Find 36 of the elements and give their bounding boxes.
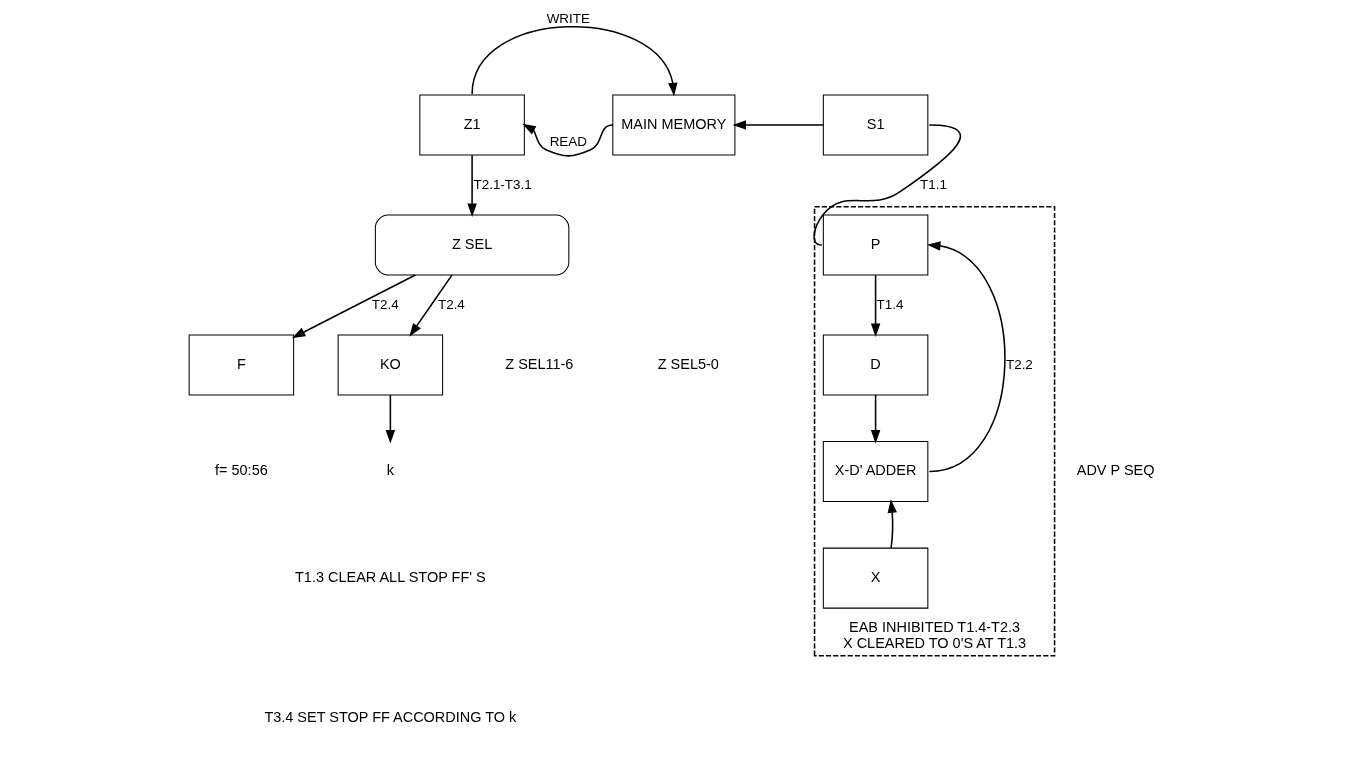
- node-box: Z SEL: [374, 214, 569, 276]
- edge-label: T2.4: [371, 296, 399, 312]
- edge-label: T2.2: [1005, 356, 1033, 372]
- node-box: F: [188, 334, 294, 396]
- edge-label: T1.4: [876, 296, 904, 312]
- label: f= 50:56: [214, 462, 268, 479]
- edge-label: WRITE: [546, 10, 590, 26]
- node-box: X-D' ADDER: [822, 441, 928, 503]
- label: Z SEL11-6: [504, 355, 573, 372]
- arrow: [926, 241, 1006, 473]
- node-text: k: [386, 462, 394, 479]
- arrow: [887, 499, 897, 549]
- label: T3.4 SET STOP FF ACCORDING TO k: [263, 708, 516, 725]
- edge-label: T2.1-T3.1: [472, 176, 532, 192]
- node-box: P: [822, 214, 928, 276]
- arrow: [470, 26, 677, 97]
- arrow: [732, 120, 824, 130]
- label: Z SEL5-0: [657, 355, 719, 372]
- node-box: MAIN MEMORY: [611, 94, 735, 156]
- edge-label: T2.4: [437, 296, 465, 312]
- node-box: Z1: [418, 94, 525, 156]
- node-box: KO: [337, 334, 443, 396]
- arrow: [385, 394, 395, 444]
- arrow: [466, 154, 477, 218]
- node-box: X: [822, 547, 928, 609]
- edge-label: T1.1: [919, 176, 947, 192]
- arrow: [870, 274, 880, 338]
- node-box: D: [822, 334, 928, 396]
- label: T1.3 CLEAR ALL STOP FF' S: [294, 568, 486, 585]
- node-box: S1: [822, 94, 928, 156]
- arrow: [291, 274, 416, 339]
- arrow: [870, 394, 880, 444]
- edge-label: READ: [549, 134, 587, 150]
- label: ADV P SEQ: [1076, 462, 1154, 479]
- arrow: [521, 123, 614, 157]
- arrow: [408, 274, 453, 337]
